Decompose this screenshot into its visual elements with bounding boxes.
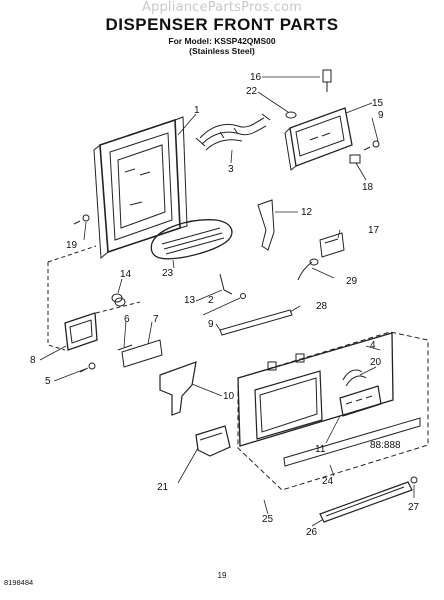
callout-13: 13 [184,295,196,306]
part-26-bottom-trim [319,481,413,523]
callout-15: 15 [372,98,384,109]
callout-17: 17 [368,225,380,236]
panel-digits: 88:888 [370,440,401,451]
callout-11: 11 [315,444,326,455]
callout-20: 20 [370,357,382,368]
part-16-switch [322,69,332,92]
part-5-screw [79,362,96,373]
callout-16: 16 [250,72,262,83]
model-line: For Model: KSSP42QMS00 [168,36,276,46]
part-1-housing-frame [93,116,188,260]
part-12-bracket [257,199,275,251]
callout-14: 14 [120,269,132,280]
callout-22: 22 [246,86,258,97]
callout-28: 28 [316,301,328,312]
callout-6: 6 [124,314,130,325]
callout-9-a: 9 [378,110,384,121]
part-6-pin [117,344,133,351]
callout-19: 19 [66,240,78,251]
part-4-front-panel [237,332,394,447]
callout-2: 2 [208,295,214,306]
callout-5: 5 [45,376,51,387]
part-18-part [349,154,361,164]
finish-line: (Stainless Steel) [189,46,255,56]
callout-labels: 1 2 3 4 5 6 7 8 9 9 10 11 12 13 14 15 16… [30,72,420,538]
part-21-drip-cup [195,425,231,457]
part-10-lever [159,361,197,416]
part-20-wiring [342,369,367,387]
callout-26: 26 [306,527,318,538]
callout-8: 8 [30,355,36,366]
part-11-control-board [339,385,382,417]
page-title: DISPENSER FRONT PARTS [105,15,339,34]
callout-21: 21 [157,482,169,493]
part-23-grille [150,219,233,260]
watermark: AppliancePartsPros.com [141,0,303,15]
callout-25: 25 [262,514,274,525]
callout-24: 24 [322,476,334,487]
part-17-bracket [319,232,345,258]
part-15-control-bracket [284,107,353,171]
callout-1: 1 [194,105,200,116]
doc-number: 8198484 [4,578,34,587]
callout-4: 4 [370,340,376,351]
callout-10: 10 [223,391,235,402]
callout-23: 23 [162,268,174,279]
part-25-front-panel-outline [237,331,429,491]
part-14-bushing [111,293,126,307]
part-29-spring [297,258,319,281]
part-27-screw [410,476,418,484]
callout-18: 18 [362,182,374,193]
leader-lines [39,76,415,527]
part-19-screw [73,214,90,225]
part-28-rod [219,309,293,336]
page-number: 19 [217,571,227,580]
part-22-connector [285,111,297,119]
callout-3: 3 [228,164,234,175]
part-7-actuator [121,339,163,368]
part-8-motor [64,312,98,351]
callout-7: 7 [153,314,159,325]
part-2-13-pins [219,273,246,299]
callout-29: 29 [346,276,358,287]
callout-12: 12 [301,207,313,218]
callout-9-b: 9 [208,319,214,330]
callout-27: 27 [408,502,420,513]
part-3-wire-harness [195,113,271,151]
part-9-screw-top [363,140,380,151]
part-24-trim [283,417,421,467]
